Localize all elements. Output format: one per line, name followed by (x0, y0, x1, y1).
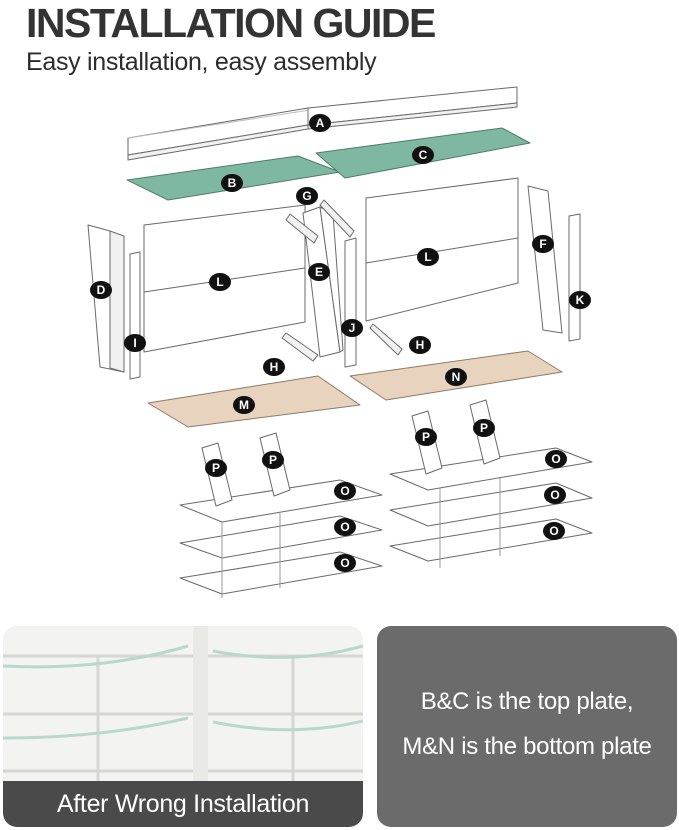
label-l-right: L (424, 250, 431, 264)
label-o-right-3-badge: O (543, 522, 565, 540)
label-f: F (539, 237, 546, 251)
left-shelf-stack (179, 479, 383, 598)
label-e: E (315, 265, 323, 279)
part-k-strip (568, 213, 581, 342)
label-o-right-3: O (549, 524, 558, 538)
label-l-right-badge: L (417, 248, 439, 266)
part-l-right-back-panel (365, 177, 519, 322)
label-i: I (133, 336, 136, 350)
label-c-badge: C (412, 146, 434, 164)
label-c: C (419, 148, 428, 162)
label-p-left-2: P (269, 453, 277, 467)
part-g-bracket-left (285, 213, 319, 244)
label-j-badge: J (341, 319, 363, 337)
label-b-badge: B (221, 174, 243, 192)
label-p-left-2-badge: P (262, 451, 284, 469)
label-k-badge: K (569, 291, 591, 309)
label-i-badge: I (124, 334, 146, 352)
label-e-badge: E (308, 263, 330, 281)
label-o-left-2: O (340, 520, 349, 534)
right-shelf-stack (389, 447, 593, 568)
label-b: B (228, 176, 237, 190)
label-o-left-1-badge: O (334, 482, 356, 500)
label-p-left-1-badge: P (205, 459, 227, 477)
label-o-right-1-badge: O (545, 450, 567, 468)
label-p-right-1: P (422, 430, 430, 444)
page-subtitle: Easy installation, easy assembly (26, 48, 377, 76)
label-h-left-badge: H (263, 358, 285, 376)
label-h-right-badge: H (409, 336, 431, 354)
note-line-top-plate: B&C is the top plate, (420, 688, 634, 715)
label-m-badge: M (233, 396, 255, 414)
label-p-right-2-badge: P (473, 419, 495, 437)
label-o-left-3-badge: O (334, 554, 356, 572)
part-h-bracket-right (369, 323, 403, 356)
label-d: D (97, 283, 106, 297)
label-o-right-1: O (551, 452, 560, 466)
part-g-bracket-right (319, 199, 355, 238)
label-p-right-1-badge: P (415, 428, 437, 446)
label-p-right-2: P (480, 421, 488, 435)
label-o-right-2-badge: O (544, 486, 566, 504)
label-a: A (316, 116, 325, 130)
plate-note-panel: B&C is the top plate, M&N is the bottom … (377, 626, 677, 827)
label-l-left: L (216, 275, 223, 289)
label-o-left-1: O (340, 484, 349, 498)
label-o-left-3: O (340, 556, 349, 570)
label-o-right-2: O (550, 488, 559, 502)
label-m: M (239, 398, 249, 412)
exploded-assembly-diagram: A B C G L L D I E J F K H H M N P P P P … (87, 86, 593, 598)
label-n-badge: N (445, 368, 467, 386)
label-a-badge: A (309, 114, 331, 132)
note-line-bottom-plate: M&N is the bottom plate (402, 733, 652, 760)
label-o-left-2-badge: O (334, 518, 356, 536)
label-f-badge: F (532, 235, 554, 253)
part-j-strip (344, 237, 357, 368)
label-j: J (349, 321, 356, 335)
part-f-side-panel (527, 185, 563, 334)
wrong-installation-photo-panel: After Wrong Installation (3, 626, 363, 827)
label-p-left-1: P (212, 461, 220, 475)
label-g-badge: G (296, 187, 318, 205)
label-n: N (452, 370, 461, 384)
label-g: G (302, 189, 311, 203)
part-i-strip (129, 251, 141, 380)
page-title: INSTALLATION GUIDE (26, 0, 436, 46)
part-labels: A B C G L L D I E J F K H H M N P P P P … (90, 114, 591, 572)
part-h-bracket-left (281, 332, 319, 362)
label-l-left-badge: L (209, 273, 231, 291)
label-k: K (576, 293, 585, 307)
label-d-badge: D (90, 281, 112, 299)
photo-caption: After Wrong Installation (3, 781, 363, 827)
label-h-left: H (270, 360, 279, 374)
label-h-right: H (416, 338, 425, 352)
